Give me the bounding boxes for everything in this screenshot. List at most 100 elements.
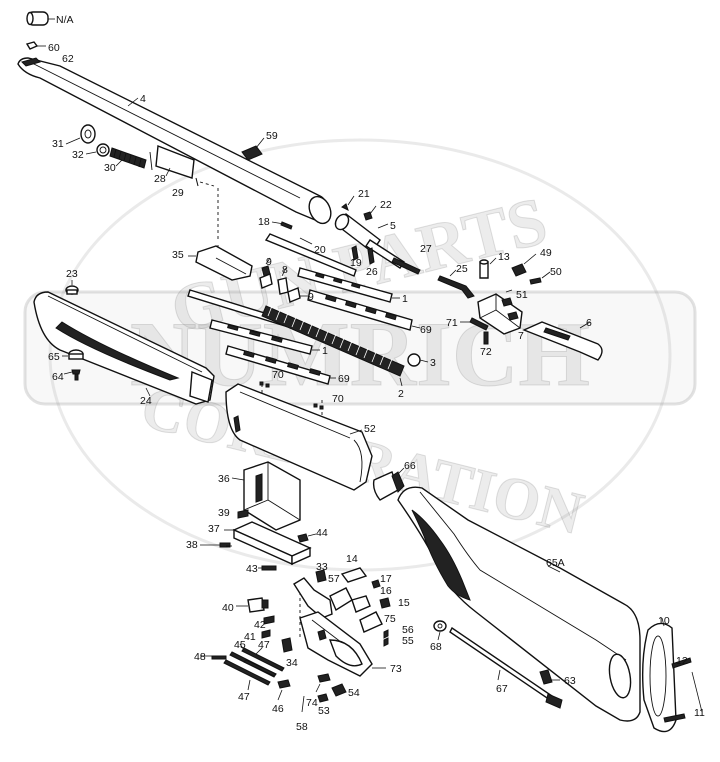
label-70a: 70 <box>272 369 284 381</box>
label-11: 11 <box>694 707 705 719</box>
label-43: 43 <box>246 563 258 575</box>
forend-nut <box>65 280 79 295</box>
forend-screw <box>62 349 84 381</box>
label-60: 60 <box>48 42 60 54</box>
label-35: 35 <box>172 249 184 261</box>
label-65: 65 <box>48 351 60 363</box>
label-74: 74 <box>306 697 318 709</box>
barrel <box>17 57 332 225</box>
misc-leaders <box>226 545 386 669</box>
label-72: 72 <box>480 346 492 358</box>
label-10: 10 <box>658 615 670 627</box>
label-34: 34 <box>286 657 298 669</box>
label-69a: 69 <box>420 324 432 336</box>
label-56: 56 <box>402 624 414 636</box>
stock-bolt <box>433 620 563 709</box>
receiver-cap <box>372 467 405 501</box>
label-47a: 47 <box>258 639 270 651</box>
label-65a: 65A <box>546 557 565 569</box>
label-67: 67 <box>496 683 508 695</box>
magazine <box>231 461 301 531</box>
extractor-parts <box>391 253 551 285</box>
label-49: 49 <box>540 247 552 259</box>
label-38: 38 <box>186 539 198 551</box>
label-24: 24 <box>140 395 152 407</box>
label-33: 33 <box>316 561 328 573</box>
bolt-handle-cover <box>522 321 603 361</box>
trigger-spring <box>281 637 293 653</box>
label-45: 45 <box>234 639 246 651</box>
label-42: 42 <box>254 619 266 631</box>
label-58: 58 <box>296 721 308 733</box>
label-12: 12 <box>676 655 688 667</box>
safety-detent <box>261 615 275 639</box>
receiver <box>225 381 373 491</box>
action-bar-rail-2 <box>225 345 336 385</box>
label-4: 4 <box>140 93 146 105</box>
operating-rod <box>264 221 357 277</box>
front-sight-blade <box>25 41 46 50</box>
label-15: 15 <box>398 597 410 609</box>
part-labels: N/A 60 62 4 59 31 32 30 28 29 21 22 5 18… <box>48 14 705 733</box>
label-1b: 1 <box>322 345 328 357</box>
buttstock <box>397 486 641 722</box>
front-sight-hood <box>26 11 55 26</box>
label-59: 59 <box>266 130 278 142</box>
label-51: 51 <box>516 289 528 301</box>
operating-rod-guide <box>188 245 253 281</box>
label-26: 26 <box>366 266 378 278</box>
label-48: 48 <box>194 651 206 663</box>
hammer-parts <box>277 673 347 713</box>
label-64: 64 <box>52 371 64 383</box>
trigger-pins <box>200 643 285 691</box>
safety-button <box>236 597 269 613</box>
label-13: 13 <box>498 251 510 263</box>
label-28: 28 <box>154 173 166 185</box>
spring-follower <box>407 353 429 367</box>
floorplate <box>224 521 317 566</box>
label-25: 25 <box>456 263 468 275</box>
label-44: 44 <box>316 527 328 539</box>
label-57: 57 <box>328 573 340 585</box>
label-6: 6 <box>586 317 592 329</box>
firing-pin-parts <box>351 245 375 265</box>
action-bar-upper <box>297 267 400 303</box>
label-41: 41 <box>244 631 256 643</box>
label-29: 29 <box>172 187 184 199</box>
label-na: N/A <box>56 14 74 26</box>
label-16: 16 <box>380 585 392 597</box>
rear-sight <box>241 137 265 161</box>
label-70b: 70 <box>332 393 344 405</box>
label-53: 53 <box>318 705 330 717</box>
label-62: 62 <box>62 53 74 65</box>
label-9a: 9 <box>266 256 272 268</box>
action-bar-lower <box>307 289 421 331</box>
label-40: 40 <box>222 602 234 614</box>
label-2: 2 <box>398 388 404 400</box>
label-50: 50 <box>550 266 562 278</box>
label-73: 73 <box>390 663 402 675</box>
label-55: 55 <box>402 635 414 647</box>
label-23: 23 <box>66 268 78 280</box>
buttplate <box>641 617 703 733</box>
label-27: 27 <box>420 243 432 255</box>
label-69b: 69 <box>338 373 350 385</box>
gas-block <box>149 145 215 187</box>
trigger-housing <box>299 611 373 677</box>
label-47b: 47 <box>238 691 250 703</box>
label-39: 39 <box>218 507 230 519</box>
label-19: 19 <box>350 257 362 269</box>
label-66: 66 <box>404 460 416 472</box>
latch-parts <box>259 257 308 303</box>
label-31: 31 <box>52 138 64 150</box>
label-14: 14 <box>346 553 358 565</box>
label-7: 7 <box>518 330 524 342</box>
label-17: 17 <box>380 573 392 585</box>
label-5: 5 <box>390 220 396 232</box>
trigger-guard-pin <box>258 565 277 571</box>
carrier-pins <box>460 317 489 345</box>
bolt-carrier <box>477 289 523 335</box>
action-bar-rail-1 <box>209 319 320 355</box>
